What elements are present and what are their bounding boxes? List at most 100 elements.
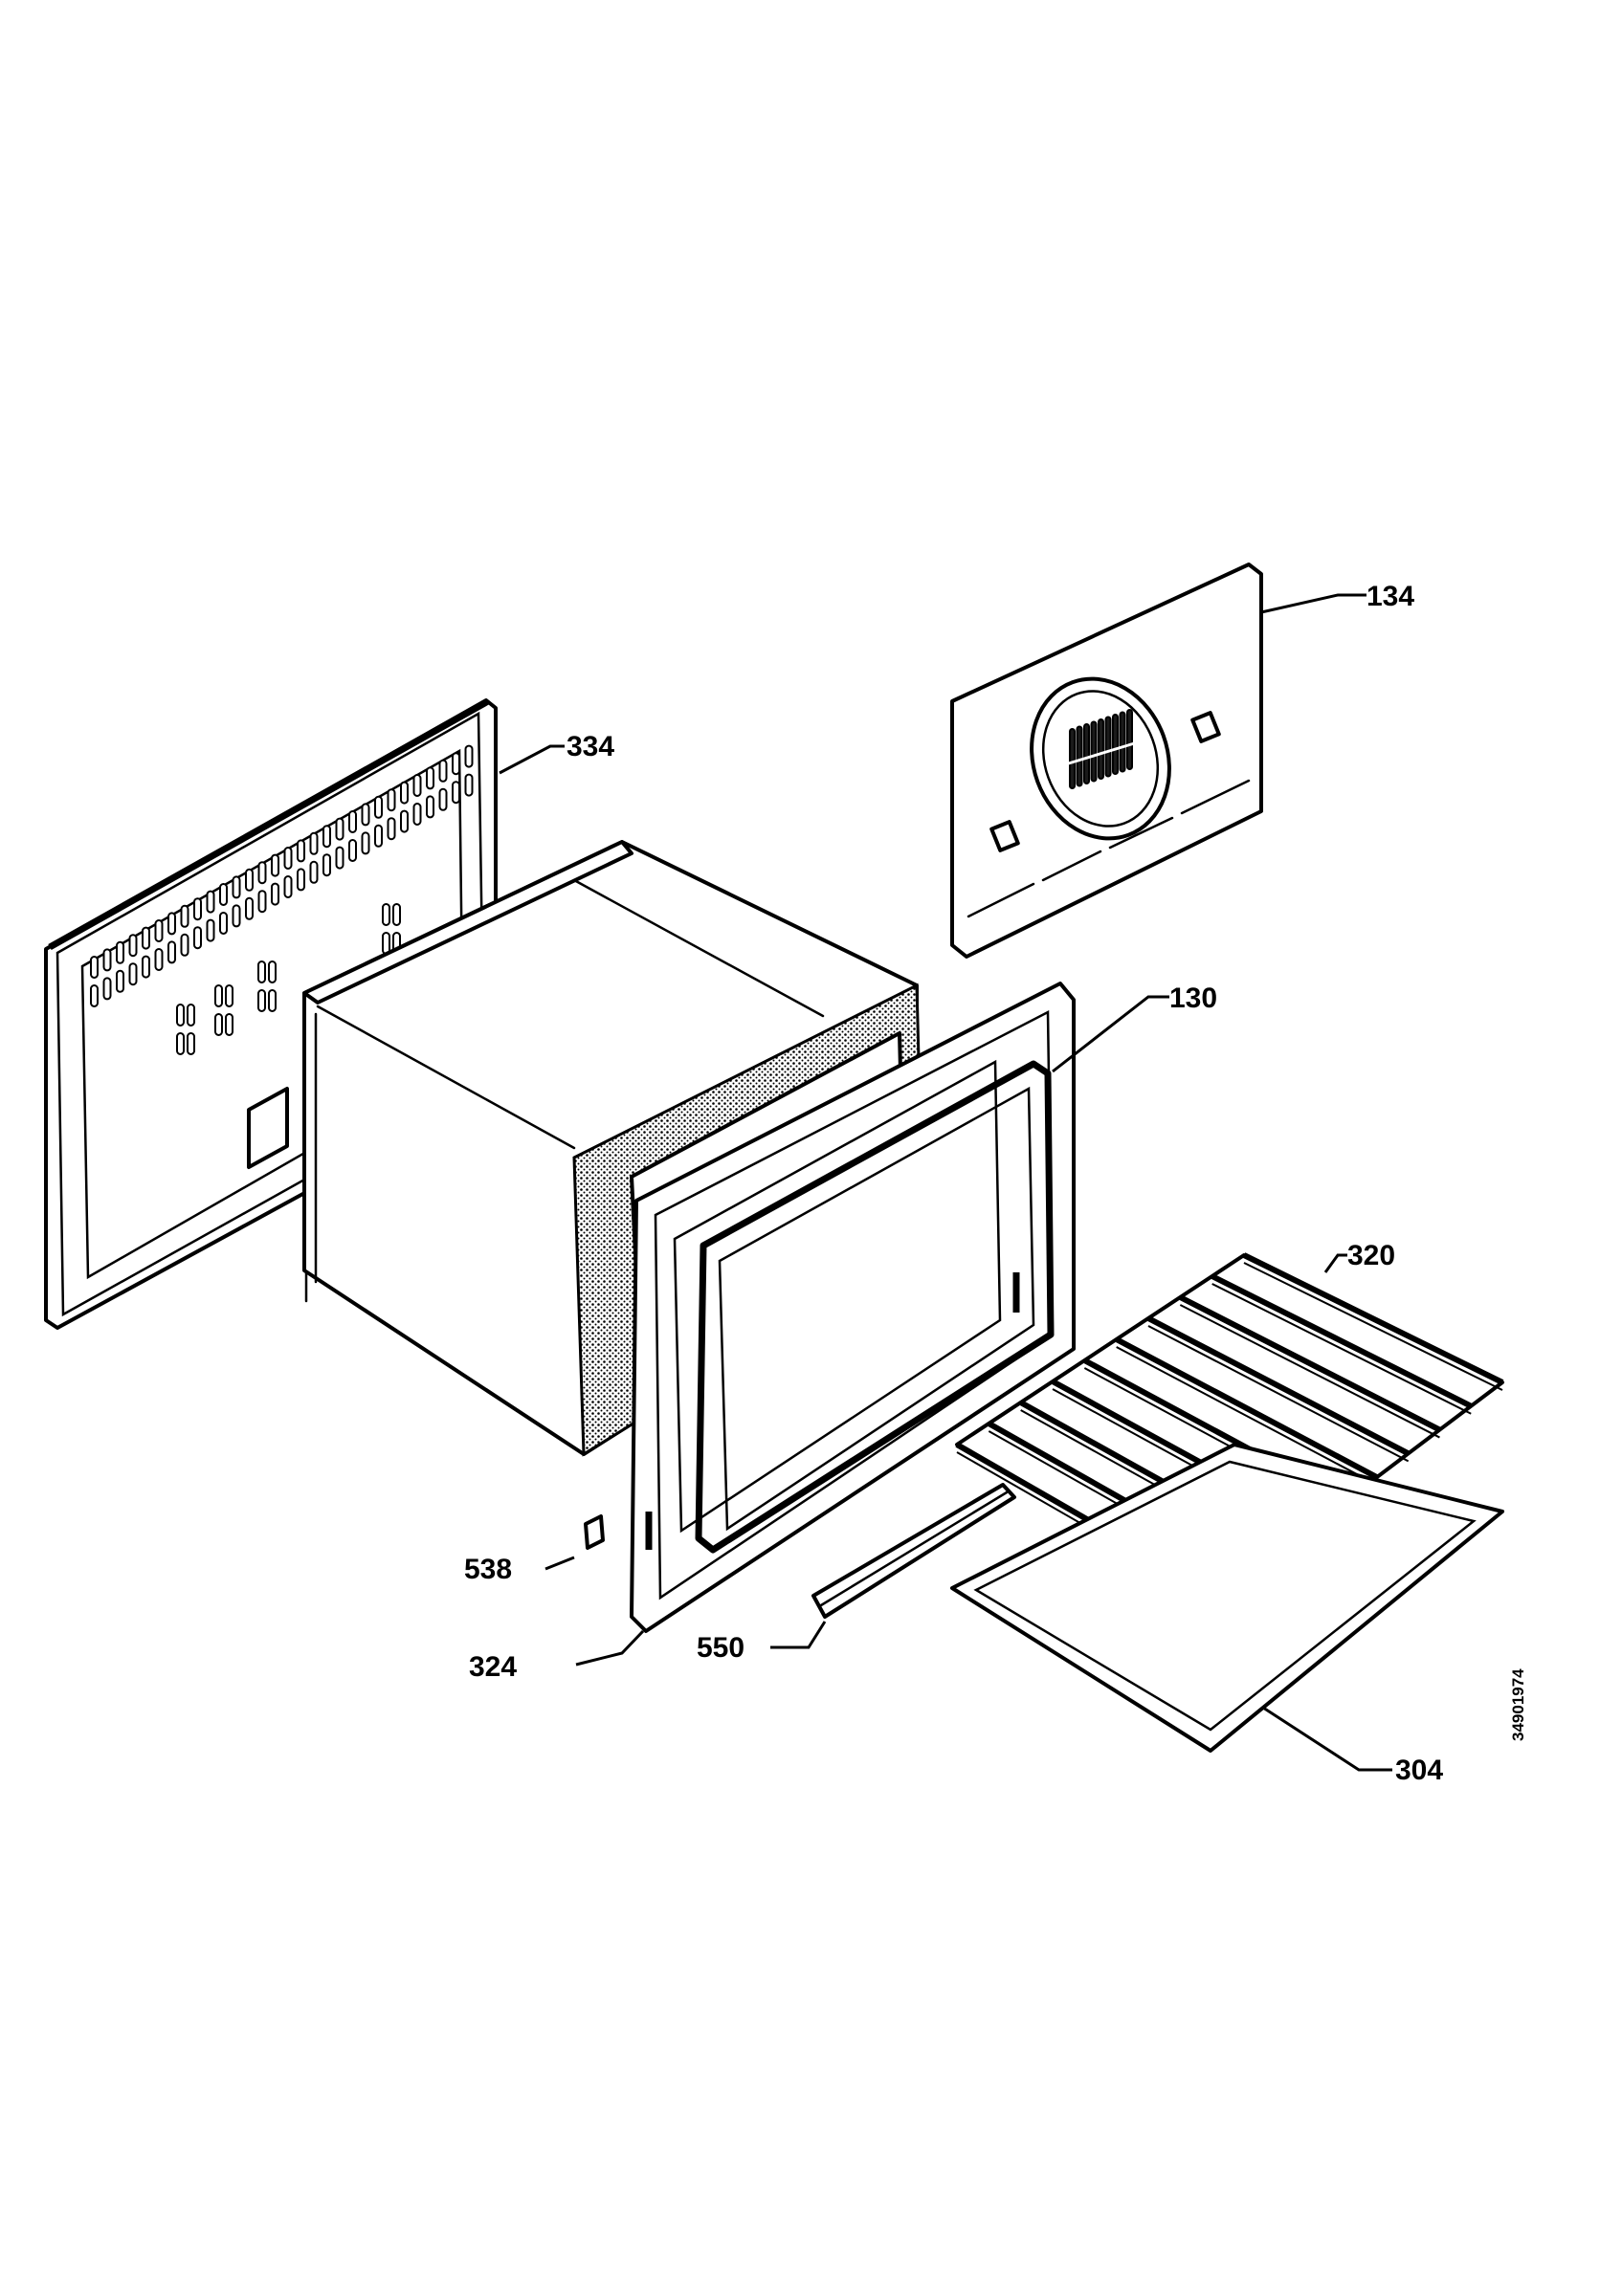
slot (90, 956, 99, 979)
callout-320: 320 (1347, 1240, 1395, 1271)
callout-130: 130 (1169, 982, 1217, 1014)
slot (214, 984, 223, 1007)
slot (225, 984, 233, 1007)
slot (426, 766, 434, 790)
slot (154, 919, 164, 942)
callout-538: 538 (464, 1554, 512, 1585)
part-130-door-seal (695, 1060, 1055, 1554)
slot (309, 831, 319, 855)
grille-bar (1083, 723, 1090, 784)
rack-bar (1242, 1252, 1504, 1385)
slot (167, 940, 176, 964)
slot (268, 960, 277, 983)
slot (361, 803, 370, 827)
slot (464, 773, 474, 797)
part-304-baking-tray (950, 1443, 1504, 1753)
rack-bar (1115, 1336, 1379, 1480)
callout-labels: 134 334 130 320 538 324 550 304 34901974 (464, 581, 1527, 1786)
slot (387, 788, 396, 812)
part-550-rail (811, 1483, 1016, 1619)
slot (180, 904, 189, 928)
slot (268, 989, 277, 1012)
slot (361, 831, 370, 855)
callout-304: 304 (1395, 1755, 1443, 1786)
part-334-back-panel (44, 697, 498, 1330)
slot (283, 875, 293, 898)
slot (225, 1013, 233, 1036)
slot (257, 890, 267, 914)
slot (322, 825, 331, 849)
ventilation-slots (90, 744, 474, 1055)
slot (193, 926, 202, 950)
slot (392, 903, 401, 926)
grille-bar (1069, 728, 1076, 789)
slot (232, 904, 241, 928)
slot (102, 977, 112, 1001)
rack-bar (1178, 1294, 1441, 1433)
fan-grille (1061, 709, 1142, 789)
slot (257, 960, 266, 983)
slot (154, 948, 164, 971)
slot (214, 1013, 223, 1036)
slot (206, 890, 215, 914)
part-324-front-frame (630, 982, 1076, 1633)
grille-bar (1104, 716, 1112, 778)
slot (438, 759, 448, 783)
slot (387, 817, 396, 841)
slot (374, 795, 383, 819)
slot (142, 955, 150, 979)
slot (271, 853, 279, 877)
grille-bar (1126, 709, 1133, 770)
slot (412, 803, 422, 826)
grille-bar (1090, 720, 1098, 783)
slot (102, 948, 112, 972)
slot (206, 918, 215, 942)
rack-bar (1146, 1315, 1411, 1456)
slot (128, 962, 138, 986)
rack-bar-shadow (1243, 1262, 1503, 1391)
slot (382, 903, 390, 926)
slot (438, 787, 448, 811)
slot (297, 868, 305, 892)
slot (257, 861, 267, 885)
slot (271, 882, 279, 906)
slot (193, 897, 202, 921)
slot (374, 824, 383, 848)
grille-bar (1098, 718, 1104, 780)
slot (116, 940, 124, 964)
slot (426, 795, 434, 819)
slot (142, 926, 150, 950)
slot (348, 839, 357, 862)
slot (335, 846, 344, 870)
callout-134: 134 (1366, 581, 1414, 612)
drawing-number: 34901974 (1509, 1668, 1527, 1741)
slot (257, 989, 266, 1012)
rack-bar-shadow (1179, 1304, 1440, 1439)
slot (335, 817, 344, 841)
slot (452, 781, 460, 805)
slot (187, 1032, 195, 1055)
slot (167, 912, 176, 936)
slot (176, 1032, 185, 1055)
slot (232, 875, 241, 899)
slot (245, 896, 254, 920)
leader-lines (499, 593, 1392, 1772)
callout-550: 550 (697, 1632, 744, 1664)
rack-bar-shadow (1211, 1283, 1472, 1415)
slot (297, 839, 305, 863)
grille-bar (1112, 714, 1119, 775)
slot (382, 932, 390, 955)
rack-bar-shadow (1147, 1325, 1410, 1463)
slot (322, 853, 331, 877)
slot (219, 912, 228, 935)
slot (400, 781, 409, 805)
slot (348, 810, 357, 833)
slot (187, 1004, 195, 1027)
grille-bar (1119, 711, 1126, 773)
slot (464, 744, 474, 768)
slot (180, 933, 189, 957)
callout-334: 334 (567, 731, 614, 762)
slot (283, 847, 293, 870)
part-538-clip (584, 1514, 605, 1550)
